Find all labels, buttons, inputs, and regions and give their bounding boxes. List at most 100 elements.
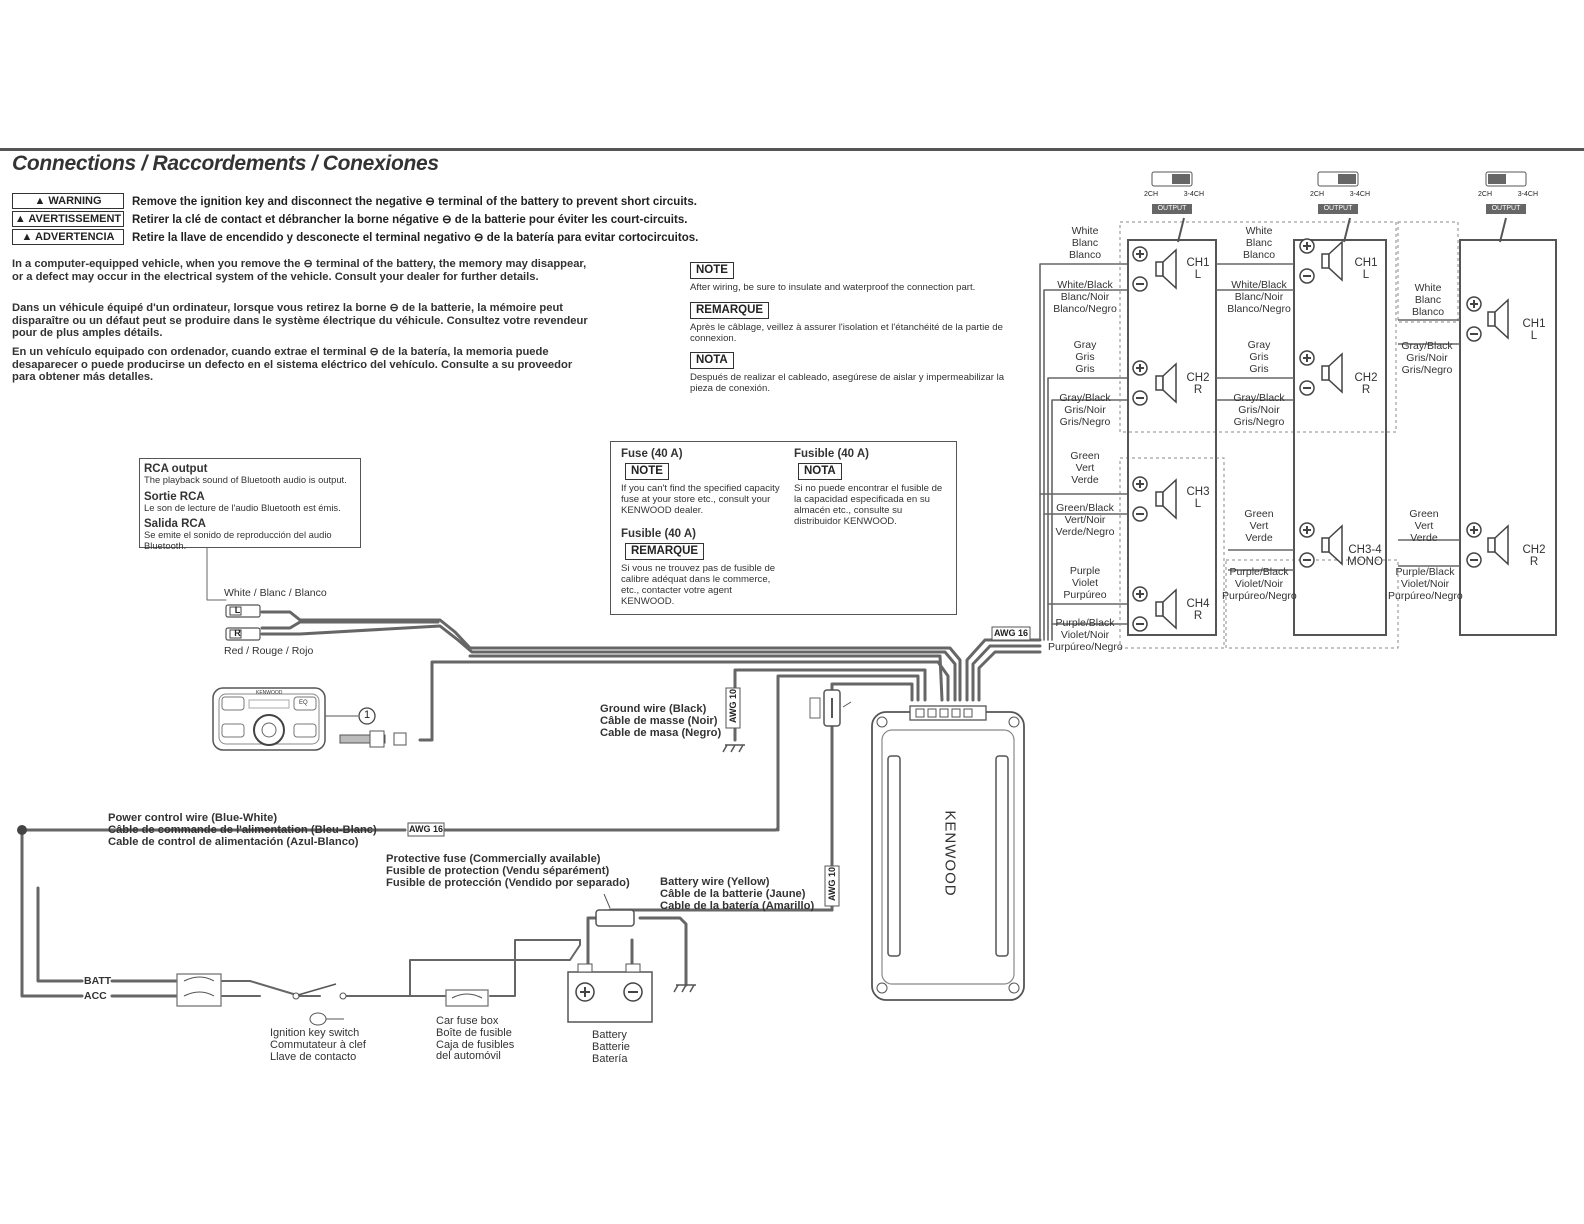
awg10-label: AWG 10 <box>827 867 837 902</box>
warning-row-es: ▲ ADVERTENCIA Retire la llave de encendi… <box>12 229 698 245</box>
output-label: OUTPUT <box>1491 205 1521 212</box>
speaker-column-3 <box>1397 217 1557 636</box>
rca-text: Le son de lecture de l'audio Bluetooth e… <box>144 501 341 513</box>
awg10-tag <box>824 865 840 907</box>
warning-label: ▲ WARNING <box>12 193 124 209</box>
junction-dot <box>17 825 27 835</box>
warning-label: ▲ ADVERTENCIA <box>12 229 124 245</box>
battery-wire-label: Battery wire (Yellow)Câble de la batteri… <box>660 876 815 913</box>
warning-text: Retirer la clé de contact et débrancher … <box>132 214 688 226</box>
output-switch-2 <box>1317 171 1359 214</box>
speaker-icon <box>1132 586 1177 632</box>
notes-block: NOTE After wiring, be sure to insulate a… <box>690 260 1010 394</box>
note-tag: NOTA <box>798 463 842 480</box>
warning-text: Remove the ignition key and disconnect t… <box>132 196 697 208</box>
remote-eq: EQ <box>299 700 308 706</box>
ground-wire-label: Ground wire (Black)Câble de masse (Noir)… <box>600 703 722 740</box>
fuse-text: Si vous ne trouvez pas de fusible de cal… <box>621 563 776 607</box>
fuse-head: Fuse (40 A) <box>621 448 683 460</box>
speaker-icon <box>1132 246 1177 292</box>
note-tag: REMARQUE <box>625 543 705 560</box>
fuse-element <box>183 976 215 997</box>
speaker-icon <box>1299 350 1343 396</box>
note-tag: NOTE <box>625 463 669 480</box>
awg16-tag <box>991 626 1031 641</box>
callout-number: 1 <box>363 709 371 721</box>
callout-circle <box>358 707 376 725</box>
switch-lever <box>297 983 337 996</box>
rca-text: Se emite el sonido de reproducción del a… <box>144 529 332 551</box>
fuse-text: If you can't find the specified capacity… <box>621 483 780 516</box>
memory-paragraph-fr: Dans un véhicule équipé d'un ordinateur,… <box>12 302 588 340</box>
speaker-icon <box>1299 238 1343 284</box>
rca-l-mark: L <box>234 605 241 615</box>
output-switch-3 <box>1485 171 1527 214</box>
rca-plug-l <box>225 604 261 618</box>
rca-red-label: Red / Rouge / Rojo <box>224 645 314 657</box>
fuse-text: Si no puede encontrar el fusible de la c… <box>794 483 943 527</box>
awg16-tag <box>407 822 445 837</box>
output-switch-1 <box>1151 171 1193 214</box>
speaker-column-2 <box>1216 217 1399 649</box>
amplifier-brand: KENWOOD <box>941 810 959 897</box>
leader-line <box>603 893 611 909</box>
protective-fuse-label: Protective fuse (Commercially available)… <box>386 853 630 890</box>
amplifier <box>871 705 1025 1001</box>
memory-paragraph-es: En un vehículo equipado con ordenador, c… <box>12 346 573 384</box>
note-text: Después de realizar el cableado, asegúre… <box>690 372 1005 394</box>
switch-contact <box>292 992 300 1000</box>
battery <box>567 963 653 1023</box>
output-label: OUTPUT <box>1323 205 1353 212</box>
fuse-holder <box>809 697 821 719</box>
connector-block <box>393 732 407 746</box>
power-control-label: Power control wire (Blue-White)Câble de … <box>108 812 377 849</box>
protective-fuse <box>595 909 635 927</box>
fuse-element <box>451 993 483 999</box>
rca-text: The playback sound of Bluetooth audio is… <box>144 474 347 485</box>
output-label: OUTPUT <box>1157 205 1187 212</box>
inline-fuse <box>823 689 852 727</box>
rca-output-box: RCA output The playback sound of Bluetoo… <box>139 458 361 551</box>
note-tag: NOTA <box>690 352 734 369</box>
acc-label: ACC <box>84 990 107 1002</box>
batt-label: BATT <box>84 975 112 987</box>
awg10-label: AWG 10 <box>728 689 738 724</box>
rca-head: RCA output <box>144 463 208 475</box>
remote-connector <box>339 734 386 744</box>
speaker-column-1 <box>1119 217 1397 649</box>
warning-row-fr: ▲ AVERTISSEMENT Retirer la clé de contac… <box>12 211 687 227</box>
car-fuse-box-symbol <box>445 989 489 1007</box>
note-text: After wiring, be sure to insulate and wa… <box>690 282 976 293</box>
speaker-icon <box>1299 522 1343 568</box>
warning-text: Retire la llave de encendido y desconect… <box>132 232 699 244</box>
rca-plug-r <box>225 627 261 641</box>
fuse-note-box: Fuse (40 A) NOTE If you can't find the s… <box>610 441 957 615</box>
awg16-label: AWG 16 <box>993 628 1028 638</box>
awg16-label: AWG 16 <box>408 824 443 834</box>
speaker-icon <box>1132 360 1177 406</box>
